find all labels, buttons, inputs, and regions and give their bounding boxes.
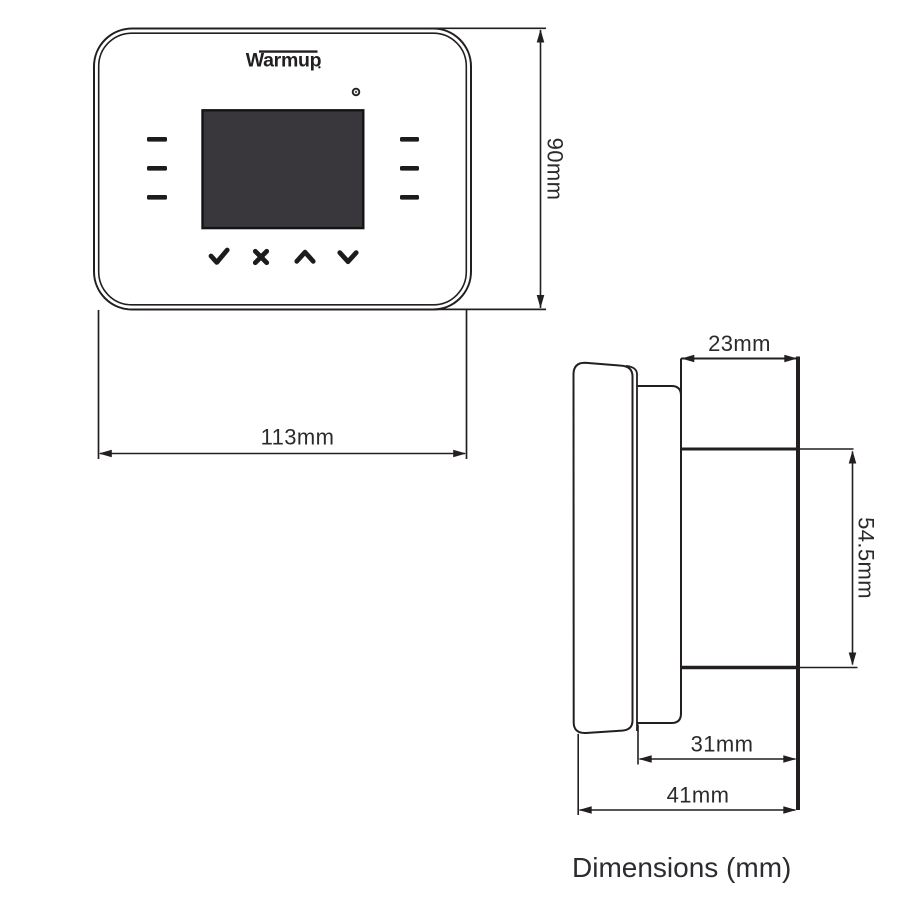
touch-mark	[147, 137, 167, 142]
back-depth-label: 23mm	[708, 331, 771, 356]
arrowhead-up-icon	[536, 29, 545, 43]
touch-marks-left	[147, 137, 167, 200]
arrowhead-left-icon	[638, 755, 652, 763]
back-height-dimension: 54.5mm	[798, 448, 879, 669]
arrowhead-right-icon	[784, 354, 798, 363]
logo-registered-dot	[318, 66, 321, 69]
arrowhead-right-icon	[783, 755, 797, 763]
total-depth-label: 41mm	[667, 783, 730, 808]
touch-mark	[400, 166, 419, 171]
arrowhead-up-icon	[848, 450, 857, 464]
touch-mark	[147, 195, 167, 200]
arrowhead-left-icon	[681, 354, 695, 363]
brand-logo-text: Warmup	[246, 50, 322, 72]
mid-depth-label: 31mm	[691, 732, 754, 757]
width-dimension: 113mm	[97, 310, 468, 459]
led-center	[354, 90, 358, 94]
side-view: 23mm 54.5mm 31mm 41mm	[572, 331, 879, 815]
led-ring	[351, 87, 361, 97]
led-indicator	[351, 87, 361, 97]
diagram-caption: Dimensions (mm)	[572, 852, 791, 883]
arrowhead-left-icon	[98, 449, 112, 458]
touch-mark	[400, 137, 419, 142]
faceplate-edge-line	[625, 365, 638, 731]
thermostat-inner-shell	[97, 32, 468, 306]
brand-logo: Warmup	[246, 50, 322, 72]
body-profile	[637, 385, 682, 724]
back-height-label: 54.5mm	[854, 517, 879, 599]
height-dimension-label: 90mm	[543, 138, 568, 201]
touch-marks-right	[400, 137, 419, 200]
chevron-down-icon	[337, 250, 359, 265]
arrowhead-down-icon	[536, 295, 545, 309]
device-screen	[201, 109, 365, 230]
height-dimension: 90mm	[424, 27, 568, 311]
cross-icon	[252, 248, 270, 266]
thermostat-outer-shell	[93, 27, 472, 311]
button-row	[208, 247, 359, 266]
back-box	[680, 356, 800, 810]
total-depth-dimension: 41mm	[577, 733, 797, 815]
check-icon	[208, 247, 230, 265]
mid-depth-dimension: 31mm	[637, 724, 797, 765]
touch-mark	[400, 195, 419, 200]
arrowhead-down-icon	[848, 652, 857, 666]
chevron-up-icon	[294, 249, 316, 264]
faceplate-profile	[572, 361, 634, 735]
arrowhead-right-icon	[783, 806, 797, 814]
width-dimension-label: 113mm	[261, 425, 335, 450]
touch-mark	[147, 166, 167, 171]
arrowhead-left-icon	[578, 806, 592, 814]
arrowhead-right-icon	[453, 449, 467, 458]
front-view: Warmup	[93, 27, 568, 459]
back-depth-dimension: 23mm	[681, 331, 798, 363]
